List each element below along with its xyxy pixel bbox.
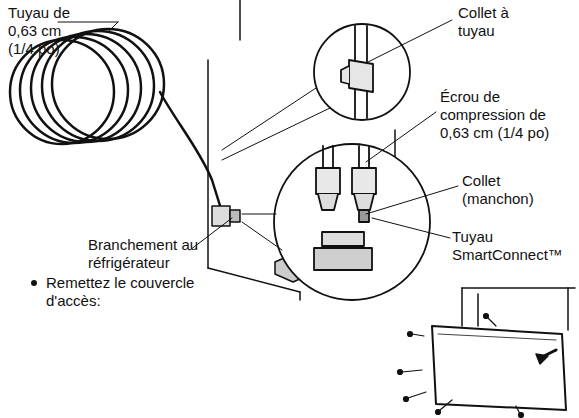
instruction-note: Remettez le couvercle d'accès: (46, 274, 214, 310)
sleeve-label: Collet (manchon) (462, 172, 552, 208)
clamp-label: Collet à tuyau (458, 4, 528, 40)
bullet (31, 280, 37, 286)
nut-label: Écrou de compression de 0,63 cm (1/4 po) (440, 88, 564, 142)
smartconnect-label: Tuyau SmartConnect™ (452, 228, 570, 264)
clamp-detail (222, 24, 410, 160)
tube-label: Tuyau de 0,63 cm (1/4 po) (8, 4, 82, 58)
fitting-detail (242, 144, 430, 300)
access-cover (398, 288, 576, 418)
leader-lines (58, 20, 458, 250)
connection-label: Branchement au réfrigérateur (88, 236, 210, 272)
